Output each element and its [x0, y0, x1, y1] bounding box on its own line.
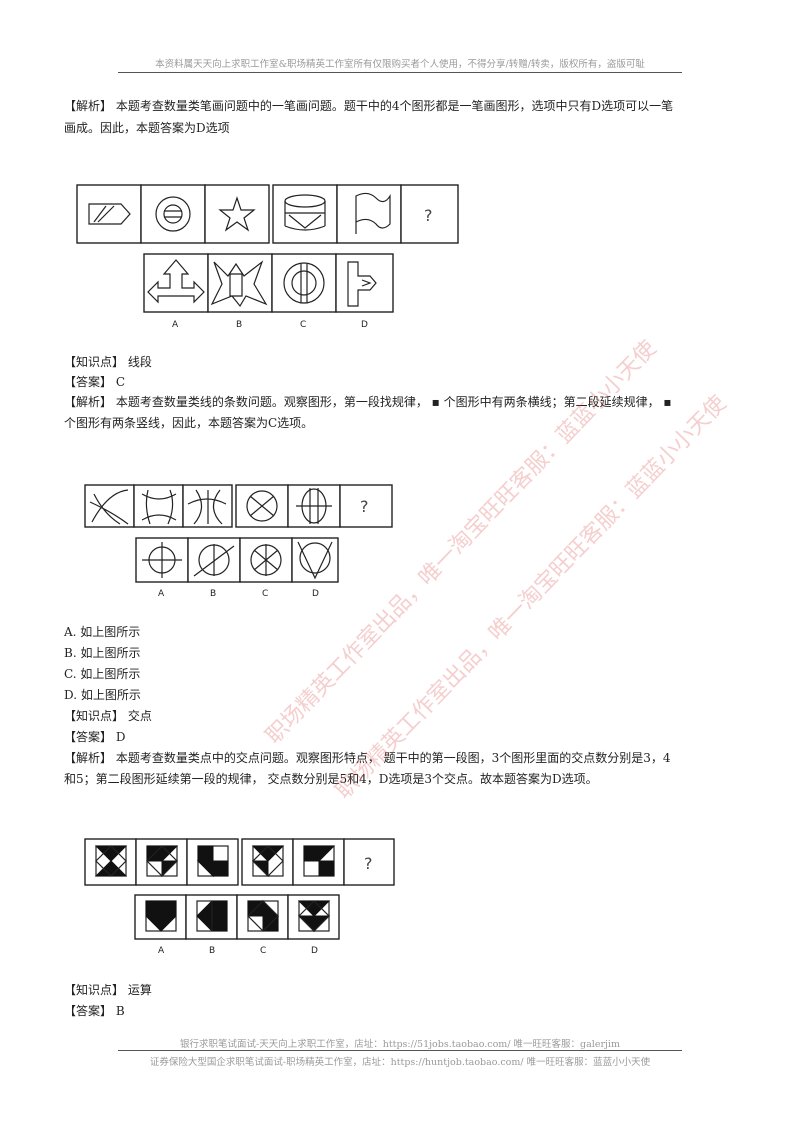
figure-q3-intersections: ? A B C D [84, 484, 393, 599]
option-label-b-3: B [209, 946, 215, 956]
q3-option-a: A. 如上图所示 [64, 625, 141, 639]
option-label-c-3: C [260, 946, 266, 956]
q3-knowledge: 【知识点】 交点 [64, 709, 152, 723]
option-label-a: A [172, 320, 179, 330]
q2-answer: 【答案】 C [64, 375, 125, 389]
option-label-d-3: D [311, 946, 318, 956]
q2-analysis-line1: 【解析】 本题考查数量类线的条数问题。观察图形，第一段找规律， ▪ 个图形中有两… [64, 395, 672, 409]
q1-analysis-line1: 【解析】 本题考查数量类笔画问题中的一笔画问题。题干中的4个图形都是一笔画图形，… [64, 99, 674, 113]
option-label-a-2: A [158, 589, 165, 599]
footer-line1: 银行求职笔试面试-天天向上求职工作室，店址：https://51jobs.tao… [180, 1039, 620, 1050]
q2-knowledge: 【知识点】 线段 [64, 355, 152, 369]
q3-analysis-line1: 【解析】 本题考查数量类点中的交点问题。观察图形特点， 题干中的第一段图，3个图… [64, 751, 671, 765]
q4-answer: 【答案】 B [64, 1004, 125, 1018]
page-header: 本资料属天天向上求职工作室&职场精英工作室所有仅限购买者个人使用，不得分享/转赠… [155, 59, 645, 70]
figure-q4-operations: ? A B C D [84, 838, 395, 956]
footer-rule [118, 1050, 682, 1051]
option-label-b: B [236, 320, 242, 330]
question-mark-3: ? [364, 854, 373, 873]
option-label-d-2: D [312, 589, 319, 599]
q4-knowledge: 【知识点】 运算 [64, 983, 152, 997]
figure-q2-one-stroke: ? A B C D [76, 184, 459, 330]
header-rule [118, 72, 682, 73]
q2-analysis-line2: 个图形有两条竖线，因此，本题答案为C选项。 [64, 416, 314, 430]
q3-answer: 【答案】 D [64, 730, 126, 744]
question-mark: ? [424, 206, 433, 225]
q3-analysis-line2: 和5；第二段图形延续第一段的规律， 交点数分别是5和4，D选项是3个交点。故本题… [64, 772, 598, 786]
q1-analysis-line2: 画成。因此，本题答案为D选项 [64, 121, 230, 135]
footer-line2: 证券保险大型国企求职笔试面试-职场精英工作室，店址：https://huntjo… [149, 1057, 651, 1068]
question-mark-2: ? [360, 497, 369, 516]
option-label-c-2: C [262, 589, 268, 599]
option-label-c: C [300, 320, 306, 330]
option-label-d: D [361, 320, 368, 330]
option-label-b-2: B [210, 589, 216, 599]
q3-option-c: C. 如上图所示 [64, 667, 141, 681]
q3-option-b: B. 如上图所示 [64, 646, 141, 660]
option-label-a-3: A [158, 946, 165, 956]
q3-option-d: D. 如上图所示 [64, 688, 141, 702]
